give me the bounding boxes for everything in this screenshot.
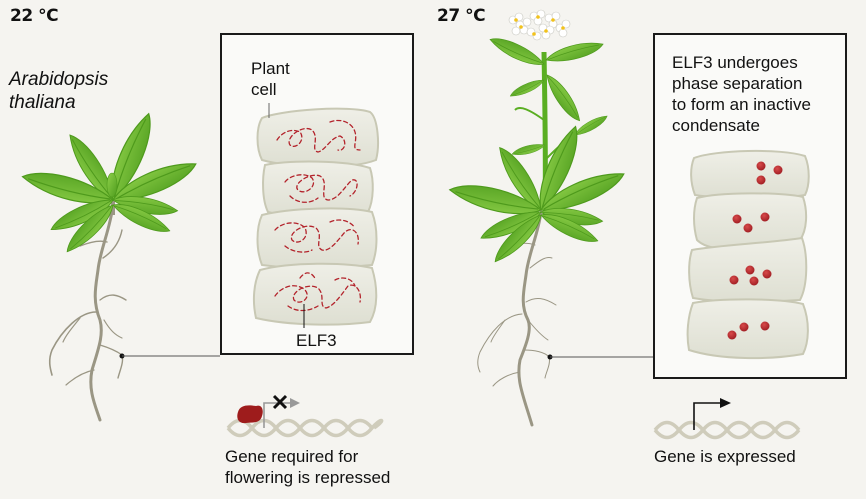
elf3-label: ELF3 — [296, 331, 337, 350]
gene-repressed-line-1: Gene required for — [225, 447, 359, 466]
temperature-label-22c: 22 °C — [10, 6, 59, 26]
root-pointer-left — [119, 353, 220, 359]
phase-separation-caption: ELF3 undergoes phase separation to form … — [672, 52, 811, 136]
flower-cluster — [508, 9, 571, 41]
species-name: Arabidopsis thaliana — [9, 68, 108, 114]
elf3-filaments — [274, 119, 362, 312]
temperature-label-27c: 27 °C — [437, 6, 486, 26]
gene-expression-arrow — [693, 398, 731, 430]
caption-line-4: condensate — [672, 116, 760, 135]
plant-cells-right — [686, 149, 810, 360]
elf3-repressor-protein — [237, 405, 263, 424]
plant-cell-label-line-2: cell — [251, 80, 277, 99]
cell-1 — [256, 107, 379, 168]
cell-4 — [252, 262, 378, 326]
root-pointer-right — [547, 354, 653, 360]
dna-helix-right — [653, 420, 801, 440]
roots-right — [477, 210, 557, 427]
caption-line-1: ELF3 undergoes — [672, 53, 798, 72]
plant-rosette-left — [19, 110, 201, 422]
cell-1 — [690, 149, 810, 199]
gene-expressed-caption: Gene is expressed — [654, 447, 796, 466]
plant-cell-label: Plant cell — [251, 58, 290, 100]
leaves-left — [19, 110, 201, 256]
plant-flowering-right — [447, 9, 629, 427]
species-line-2: thaliana — [9, 92, 76, 113]
dna-helix-left — [226, 418, 384, 438]
caption-line-2: phase separation — [672, 74, 803, 93]
x-mark-icon — [272, 394, 288, 410]
plant-cells-left — [252, 103, 379, 328]
species-line-1: Arabidopsis — [9, 69, 109, 90]
elf3-condensates — [727, 161, 783, 340]
plant-cell-label-line-1: Plant — [251, 59, 290, 78]
caption-line-3: to form an inactive — [672, 95, 811, 114]
gene-repressed-line-2: flowering is repressed — [225, 468, 391, 487]
gene-repressed-caption: Gene required for flowering is repressed — [225, 446, 390, 488]
